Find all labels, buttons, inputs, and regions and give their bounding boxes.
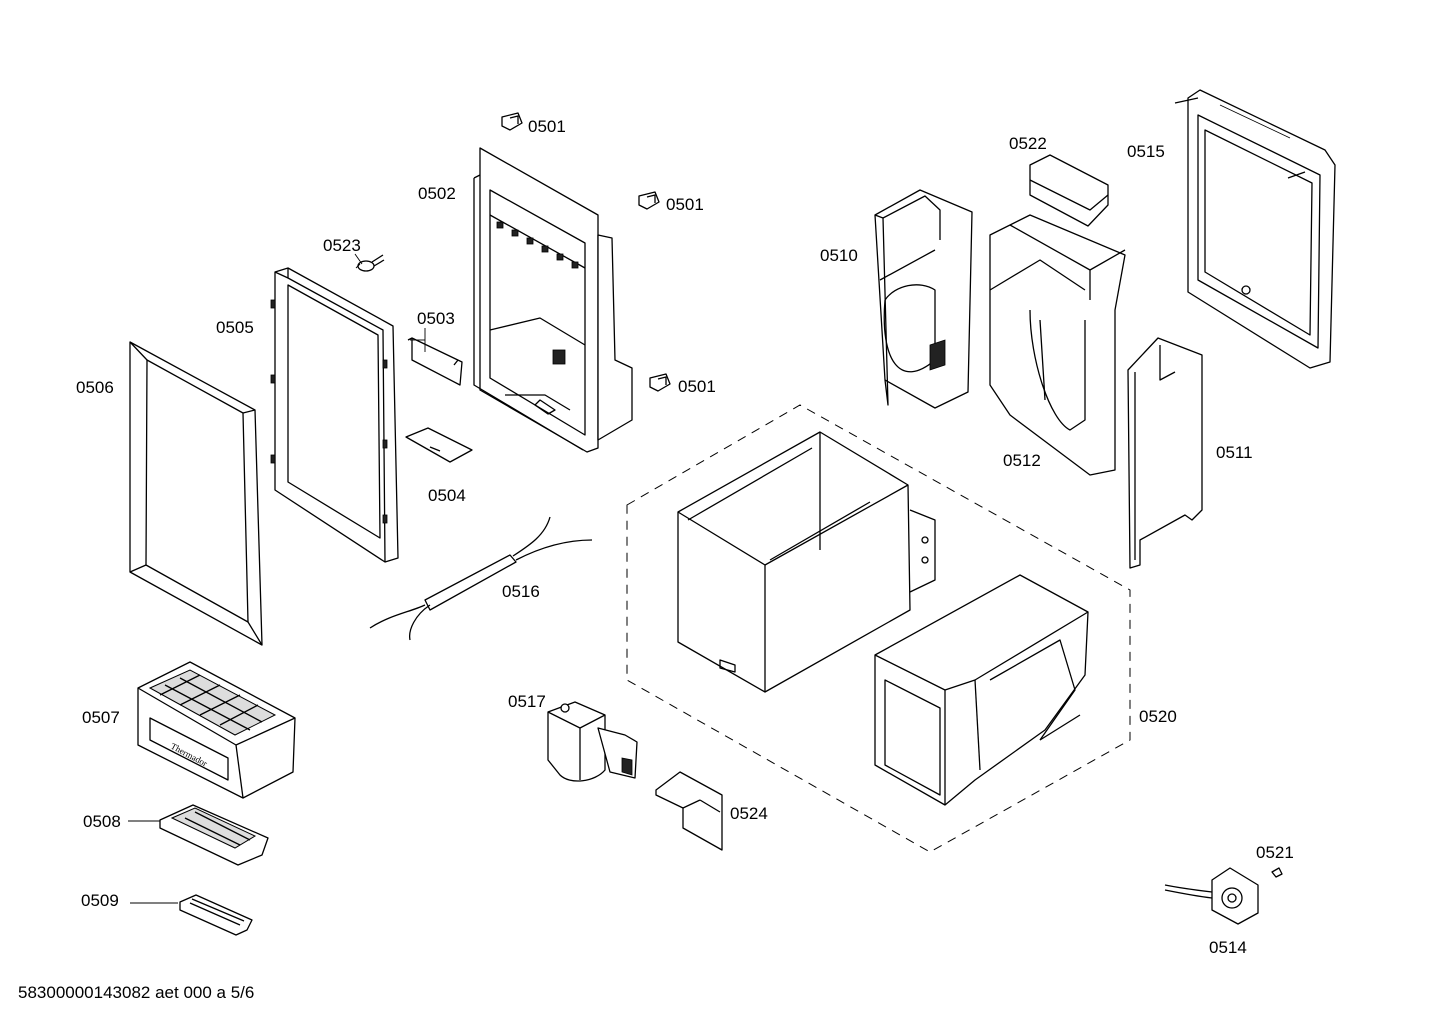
part-0522-cover: [1029, 154, 1109, 227]
part-0516-wire: [369, 516, 593, 641]
part-0508-tray: [159, 804, 269, 866]
part-0501-clip-a: [501, 112, 523, 131]
part-0524-bracket: [655, 771, 723, 851]
part-0514-fan: [1164, 867, 1259, 925]
label-0520: 0520: [1139, 707, 1177, 726]
label-0501-b: 0501: [666, 195, 704, 214]
label-0508: 0508: [83, 812, 121, 831]
label-0515: 0515: [1127, 142, 1165, 161]
part-0517-valve: [547, 701, 638, 782]
label-0521: 0521: [1256, 843, 1294, 862]
part-0510-icemaker-left: [874, 189, 973, 409]
label-0501-c: 0501: [678, 377, 716, 396]
part-0512-icemaker: [989, 214, 1126, 476]
label-0517: 0517: [508, 692, 546, 711]
part-labels: 0501 0501 0501 0502 0503 0504 0505 0506 …: [76, 117, 1294, 957]
part-0511-panel: [1127, 337, 1203, 569]
label-0522: 0522: [1009, 134, 1047, 153]
part-0501-clip-b: [638, 191, 660, 210]
part-0523-bulb: [355, 254, 385, 272]
label-0509: 0509: [81, 891, 119, 910]
label-0512: 0512: [1003, 451, 1041, 470]
part-box-frame: [677, 431, 936, 693]
label-0516: 0516: [502, 582, 540, 601]
document-footer-code: 58300000143082 aet 000 a 5/6: [18, 983, 254, 1002]
part-0505-panel: [270, 267, 399, 563]
part-0502-housing: [473, 147, 633, 453]
part-ice-bucket: [874, 574, 1089, 806]
part-0515-door: [1174, 89, 1336, 369]
part-0503-plate: [407, 337, 463, 386]
part-0520-boundary: [626, 404, 1131, 853]
part-0507-cover: Thermador: [137, 661, 296, 799]
label-0501-a: 0501: [528, 117, 566, 136]
label-0524: 0524: [730, 804, 768, 823]
label-0514: 0514: [1209, 938, 1247, 957]
label-0523: 0523: [323, 236, 361, 255]
part-0506-frame: [129, 341, 263, 646]
label-0511: 0511: [1216, 443, 1253, 462]
part-0521-screw: [1271, 867, 1283, 878]
part-0509-grille: [179, 894, 253, 936]
part-0501-clip-c: [649, 373, 671, 392]
leader-lines: [128, 253, 426, 904]
label-0502: 0502: [418, 184, 456, 203]
label-0504: 0504: [428, 486, 466, 505]
label-0505: 0505: [216, 318, 254, 337]
label-0506: 0506: [76, 378, 114, 397]
label-0507: 0507: [82, 708, 120, 727]
label-0503: 0503: [417, 309, 455, 328]
label-0510: 0510: [820, 246, 858, 265]
part-0504-plate: [405, 427, 473, 463]
